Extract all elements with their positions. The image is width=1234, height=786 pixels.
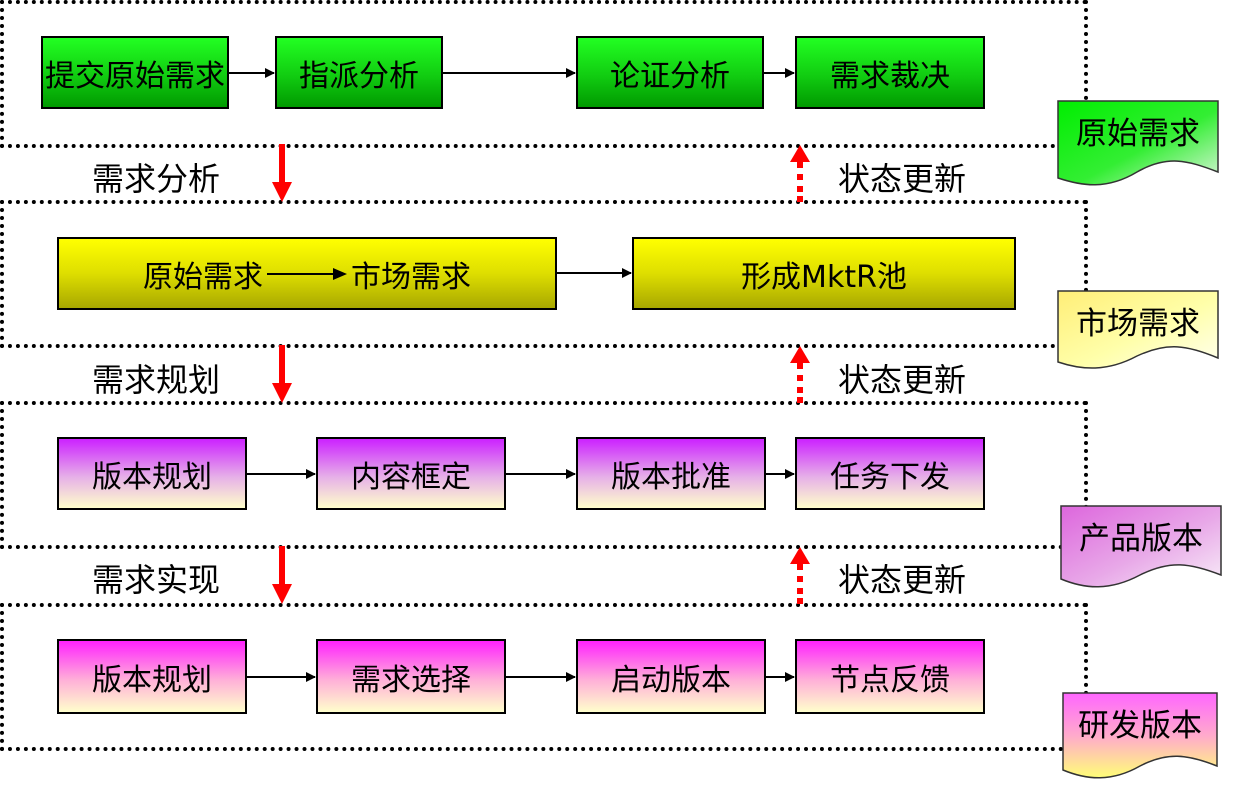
- transition-label-analysis: 需求分析: [92, 160, 221, 198]
- box-label: 版本规划: [92, 459, 212, 495]
- box-label: 启动版本: [611, 662, 731, 698]
- document-shape-icon: [1057, 290, 1219, 369]
- transition-label-status-update-3: 状态更新: [838, 561, 967, 599]
- box-label: 论证分析: [610, 58, 730, 94]
- document-label: 产品版本: [1079, 521, 1203, 557]
- transition-label-status-update-1: 状态更新: [838, 160, 967, 198]
- box-label-to: 市场需求: [351, 259, 471, 295]
- document-label: 研发版本: [1078, 708, 1202, 744]
- process-box-start-version[interactable]: 启动版本: [576, 639, 766, 714]
- process-box-form-mktr-pool[interactable]: 形成MktR池: [632, 237, 1016, 310]
- stage-frame-market: [0, 200, 1088, 348]
- process-box-requirement-decision[interactable]: 需求裁决: [795, 36, 985, 109]
- process-box-argument-analysis[interactable]: 论证分析: [576, 36, 764, 109]
- box-label: 提交原始需求: [45, 58, 225, 94]
- box-label: 需求裁决: [830, 58, 950, 94]
- transition-label-planning: 需求规划: [92, 361, 221, 399]
- box-label: 需求选择: [351, 662, 471, 698]
- document-shape-icon: [1057, 100, 1219, 186]
- process-box-submit-original-requirement[interactable]: 提交原始需求: [41, 36, 229, 109]
- process-box-task-dispatch[interactable]: 任务下发: [795, 437, 985, 510]
- process-box-original-to-market[interactable]: 原始需求 市场需求: [57, 237, 557, 310]
- document-shape-icon: [1060, 505, 1222, 588]
- stage-frame-product: [0, 401, 1088, 549]
- document-market-requirement[interactable]: 市场需求: [1057, 290, 1219, 380]
- process-box-version-approval[interactable]: 版本批准: [576, 437, 766, 510]
- process-box-version-planning[interactable]: 版本规划: [57, 437, 247, 510]
- box-label: 形成MktR池: [741, 259, 907, 295]
- box-label: 任务下发: [830, 459, 950, 495]
- document-original-requirement[interactable]: 原始需求: [1057, 100, 1219, 190]
- document-shape-icon: [1062, 692, 1218, 779]
- stage-frame-rnd: [0, 603, 1088, 751]
- up-arrow-status-update-1: [790, 145, 810, 202]
- process-box-content-scoping[interactable]: 内容框定: [316, 437, 506, 510]
- process-box-assign-analysis[interactable]: 指派分析: [275, 36, 443, 109]
- box-label: 节点反馈: [830, 662, 950, 698]
- process-box-node-feedback[interactable]: 节点反馈: [795, 639, 985, 714]
- transition-label-implementation: 需求实现: [92, 561, 221, 599]
- process-box-version-planning-rnd[interactable]: 版本规划: [57, 639, 247, 714]
- down-arrow-planning: [272, 345, 292, 403]
- box-label: 版本规划: [92, 662, 212, 698]
- down-arrow-analysis: [272, 144, 292, 202]
- stage-frame-original: [0, 0, 1088, 148]
- document-label: 市场需求: [1076, 306, 1200, 342]
- document-rnd-version[interactable]: 研发版本: [1062, 692, 1224, 782]
- box-label: 指派分析: [299, 58, 419, 94]
- document-product-version[interactable]: 产品版本: [1060, 505, 1222, 595]
- box-label-from: 原始需求: [143, 259, 263, 295]
- transition-label-status-update-2: 状态更新: [838, 361, 967, 399]
- arrow-right-icon: [267, 267, 347, 280]
- up-arrow-status-update-3: [790, 547, 810, 604]
- document-label: 原始需求: [1076, 116, 1200, 152]
- box-label: 内容框定: [351, 459, 471, 495]
- process-box-requirement-selection[interactable]: 需求选择: [316, 639, 506, 714]
- box-label: 版本批准: [611, 459, 731, 495]
- up-arrow-status-update-2: [790, 346, 810, 403]
- down-arrow-implementation: [272, 546, 292, 604]
